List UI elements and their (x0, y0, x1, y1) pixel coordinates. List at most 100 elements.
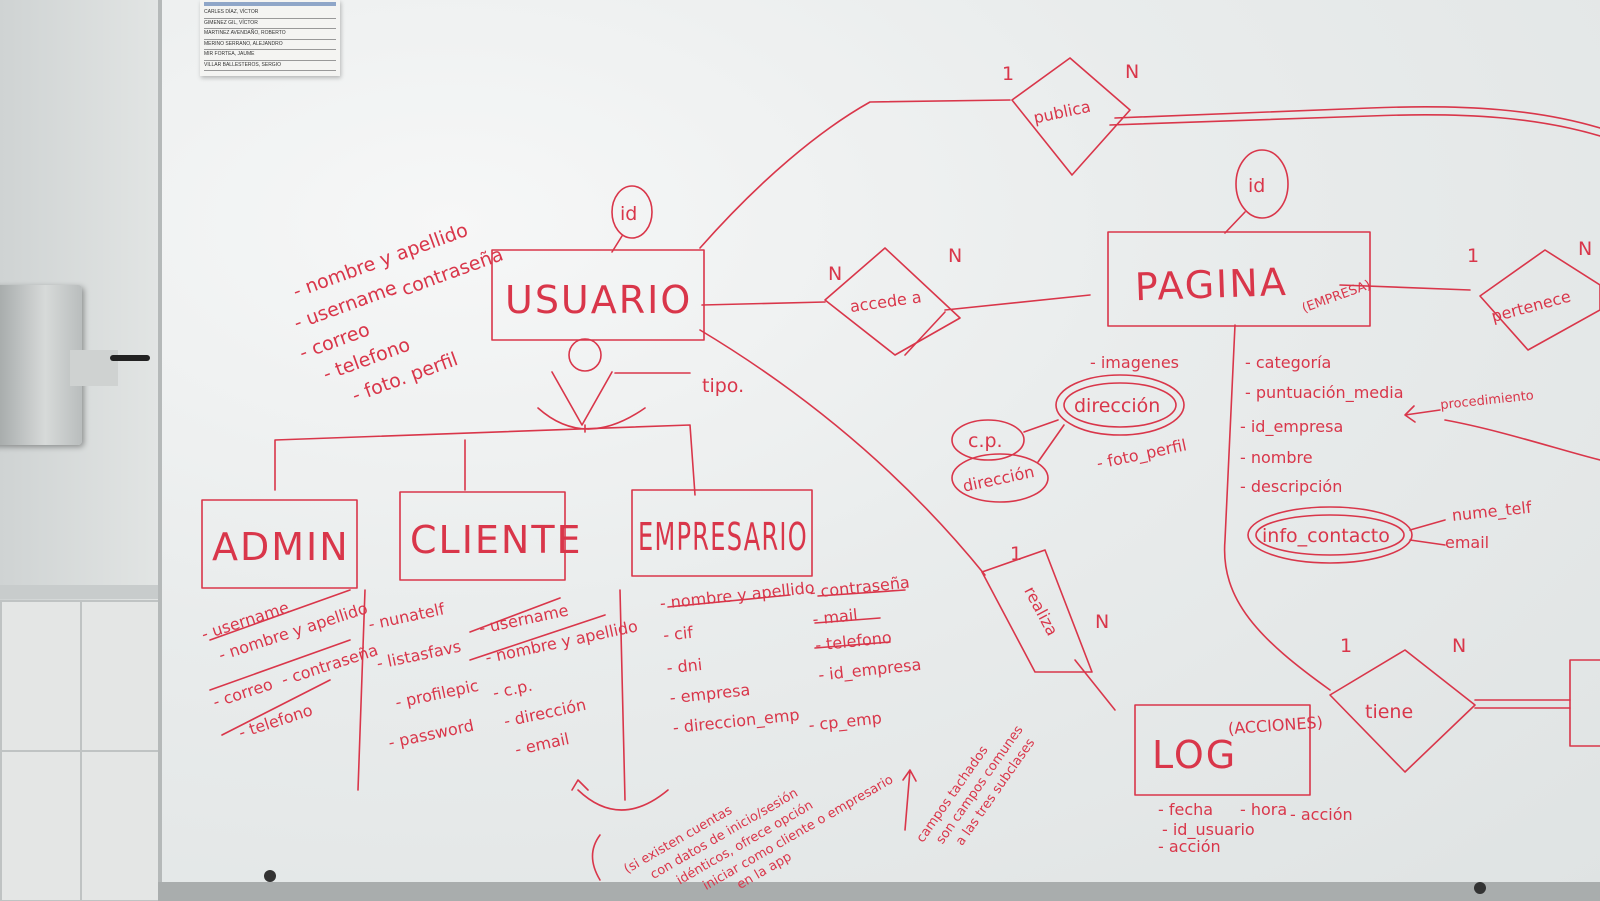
empresa-attr: - empresa (669, 680, 751, 707)
pagina-key-label: id (1248, 175, 1265, 197)
admin-entity-box (201, 499, 358, 589)
accede-diamond (824, 247, 961, 356)
pagina-attr: - id_empresa (1240, 417, 1343, 437)
contacto-inner-ellipse (1255, 514, 1405, 556)
accede-card-right: N (948, 245, 962, 267)
cliente-attributes-a: - nunatelf - listasfavs - profilepic - p… (367, 599, 481, 753)
usuario-key-link (611, 235, 623, 253)
empresa-attr: - cp_emp (808, 708, 883, 736)
log-attr: - acción (1158, 837, 1221, 856)
direccion-part-label: dirección (961, 462, 1036, 496)
wall-tiles (0, 600, 160, 901)
tiene-card-left: 1 (1340, 635, 1352, 657)
accounts-note: (si existen cuentas con datos de inicio/… (622, 772, 896, 894)
roster-row: CARLES DÍAZ, VÍCTOR (204, 8, 336, 19)
line-usuario-publica (699, 99, 1011, 249)
pertenece-diamond (1479, 249, 1600, 351)
empresa-attr: - contraseña (809, 573, 911, 602)
cliente-attr: - c.p. (491, 676, 534, 703)
line-publica-right-2 (1109, 114, 1600, 137)
cliente-attr: - profilepic (393, 676, 480, 712)
cliente-attr: - password (387, 716, 476, 753)
empresa-strikethrough (667, 589, 906, 649)
line-realiza-log (1074, 659, 1116, 711)
pagina-attr-foto: - foto_perfil (1095, 435, 1189, 474)
admin-strikethrough (209, 589, 351, 736)
cliente-attr: - email (513, 729, 571, 759)
usuario-entity-box (491, 249, 705, 341)
log-entity-box (1134, 704, 1311, 796)
log-attr: - acción (1290, 805, 1353, 824)
specialization-arrow (551, 371, 613, 426)
publica-card-left: 1 (1002, 63, 1014, 85)
log-attr: - fecha (1158, 800, 1213, 819)
empresa-attr: - nombre y apellido (659, 578, 815, 613)
usuario-key-ellipse (611, 185, 653, 239)
realiza-diamond (981, 549, 1093, 673)
cliente-attr: - listasfavs (375, 637, 463, 673)
publica-card-right: N (1125, 61, 1139, 83)
realiza-label: realiza (1020, 583, 1062, 639)
line-usuario-accede (701, 301, 826, 306)
pagina-key-link (1224, 211, 1246, 234)
contacto-outer-ellipse (1247, 506, 1413, 564)
line-accede-pagina (944, 294, 1091, 311)
empresa-attr: - dni (666, 655, 703, 678)
usuario-entity-label: USUARIO (505, 278, 692, 322)
pagina-attr: - nombre (1240, 448, 1313, 467)
accede-card-left: N (828, 263, 842, 285)
roster-row: MIR FORTEA, JAUME (204, 50, 336, 61)
publica-label: publica (1032, 97, 1093, 128)
direccion-inner-ellipse (1063, 382, 1177, 428)
speaker-cable (110, 355, 150, 361)
wall-ledge (0, 585, 160, 599)
roster-row: MARTINEZ AVENDAÑO, ROBERTO (204, 29, 336, 40)
procedimiento-arrow (1404, 405, 1441, 423)
specialization-arc (537, 407, 646, 430)
specialization-label: tipo. (702, 375, 744, 397)
line-accede-down (904, 311, 946, 356)
direccion-part-ellipse (951, 453, 1049, 503)
usuario-attributes: - nombre y apellido - username - contras… (290, 219, 506, 407)
empresa-entity-box (631, 489, 813, 577)
contacto-links (1409, 519, 1446, 546)
note-bracket-arrow (571, 779, 669, 811)
roster-row: VILLAR BALLESTEROS, SERGIO (204, 61, 336, 71)
log-entity-suffix: (ACCIONES) (1227, 713, 1323, 739)
pagina-attr: - puntuación_media (1245, 383, 1404, 403)
cp-label: c.p. (968, 430, 1003, 452)
contacto-part: email (1445, 533, 1489, 552)
board-magnet (264, 870, 276, 882)
shared-note-line: son campos comunes (933, 723, 1026, 847)
line-pagina-tiene (1223, 324, 1331, 691)
board-magnet (1474, 882, 1486, 894)
log-attr: - id_usuario (1162, 820, 1255, 840)
cliente-attr: - dirección (502, 695, 588, 731)
empresa-attr: - id_empresa (817, 655, 922, 686)
empresa-attr: - telefono (814, 628, 892, 655)
pagina-attr: - descripción (1240, 477, 1342, 496)
cliente-attr: - nunatelf (367, 599, 447, 634)
empresa-entity-label: EMPRESARIO (638, 515, 808, 559)
line-usuario-realiza (699, 329, 986, 576)
note-paren (591, 834, 601, 881)
roster-row: MERINO SERRANO, ALEJANDRO (204, 40, 336, 50)
log-attr: - hora (1240, 800, 1287, 819)
log-entity-label: LOG (1152, 733, 1237, 777)
empresa-attr: - cif (662, 623, 694, 645)
publica-diamond (1011, 57, 1131, 176)
tiene-card-right: N (1452, 635, 1466, 657)
contacto-part: nume_telf (1451, 498, 1533, 526)
realiza-card-left: 1 (1010, 543, 1022, 565)
contacto-label: info_contacto (1262, 525, 1390, 547)
accede-label: accede a (849, 287, 923, 316)
cliente-attributes-b: - username - nombre y apellido - c.p. - … (477, 600, 639, 759)
admin-attr: - correo (211, 674, 275, 711)
pagina-attr-imagenes: - imagenes (1090, 353, 1179, 372)
roster-header-bar (204, 2, 336, 6)
realiza-card-right: N (1095, 611, 1109, 633)
direccion-part-links (1023, 419, 1065, 463)
direccion-label: dirección (1074, 395, 1160, 417)
cliente-entity-box (399, 491, 566, 581)
